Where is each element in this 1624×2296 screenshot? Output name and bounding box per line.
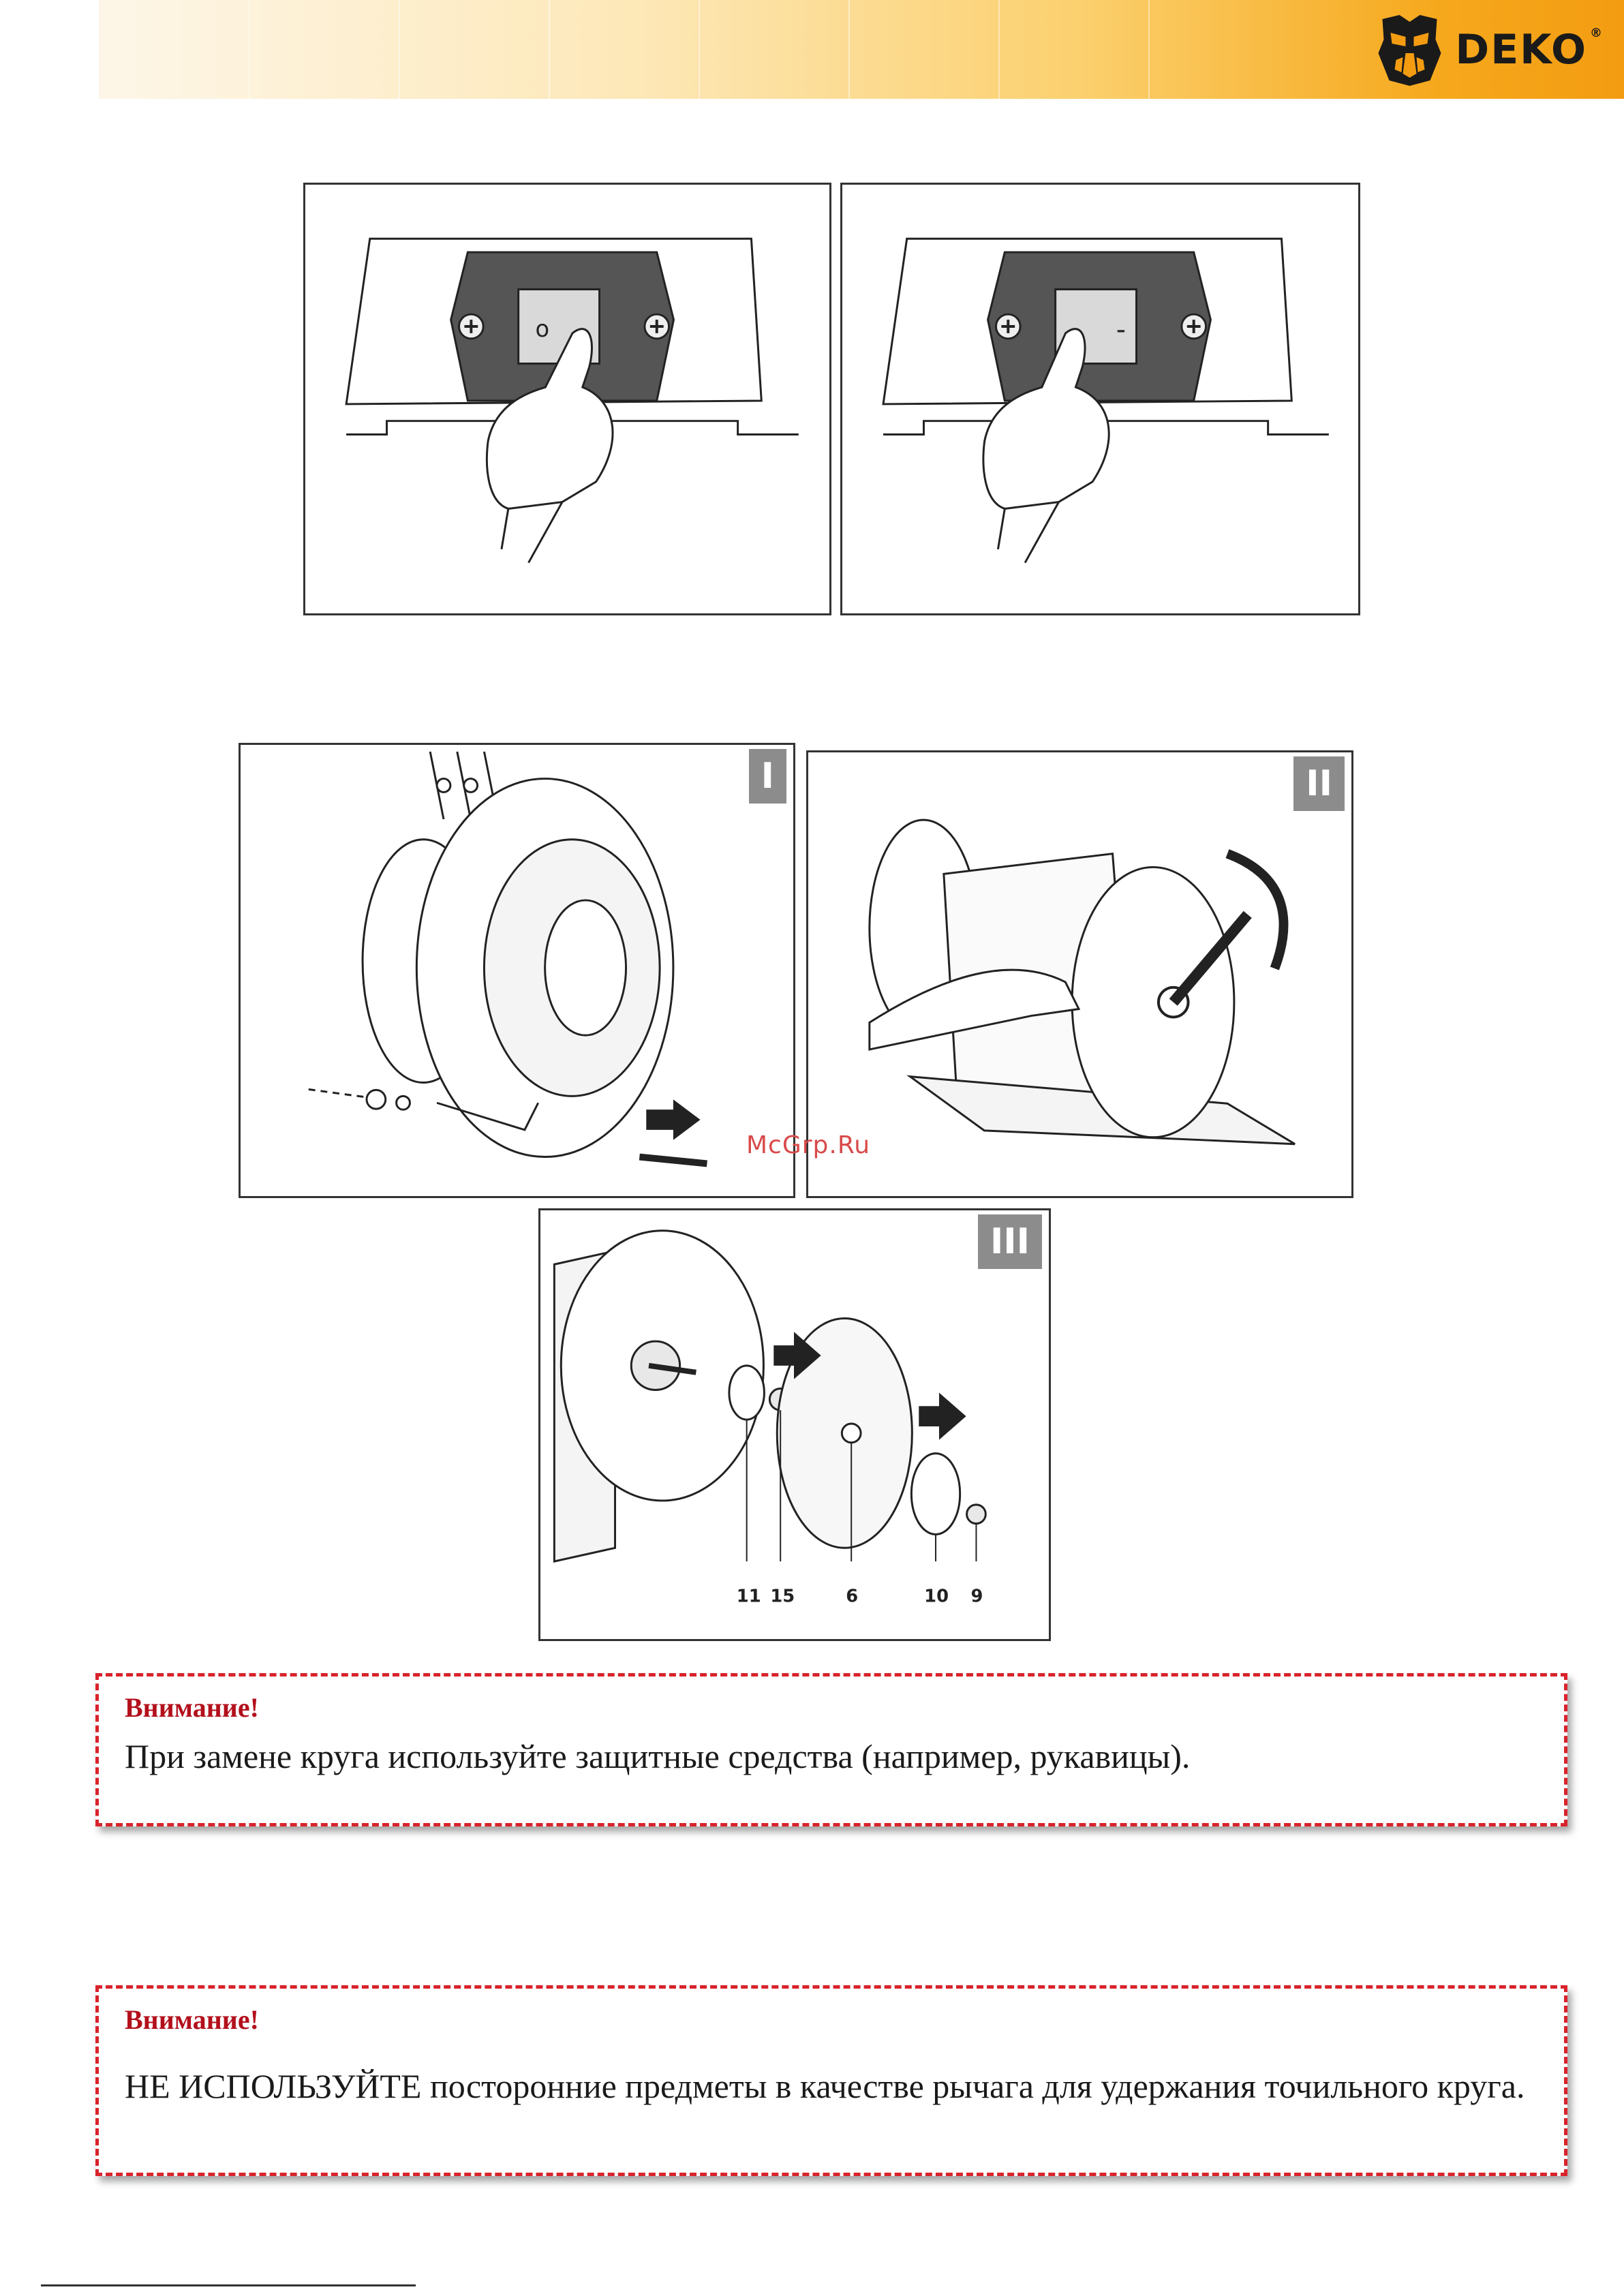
switch-off-illustration: -: [842, 185, 1358, 613]
brand-name: DEKO®: [1455, 26, 1604, 74]
watermark: McGrp.Ru: [746, 1131, 870, 1159]
robot-head-icon: [1374, 12, 1445, 87]
figure-step-1: I: [239, 743, 795, 1198]
wheel-assembly-illustration: 11 15 6 10 9: [540, 1210, 1049, 1639]
header-stripe: [998, 0, 1000, 99]
step-tag: III: [978, 1214, 1042, 1269]
part-label-10: 10: [924, 1587, 949, 1607]
step-tag: II: [1293, 756, 1345, 811]
warning-title: Внимание!: [125, 2004, 1542, 2036]
part-label-9: 9: [971, 1587, 983, 1607]
part-label-15: 15: [770, 1587, 795, 1607]
switch-on-symbol: o: [535, 316, 549, 342]
header-stripe: [848, 0, 850, 99]
figure-step-2: II: [806, 750, 1353, 1198]
header-stripe: [699, 0, 700, 99]
header-band: DEKO®: [99, 0, 1624, 99]
warning-text: НЕ ИСПОЛЬЗУЙТЕ посторонние предметы в ка…: [125, 2063, 1542, 2109]
figure-switch-off: -: [840, 183, 1360, 615]
part-label-6: 6: [846, 1587, 858, 1607]
switch-on-illustration: o: [305, 185, 829, 613]
header-stripe: [1148, 0, 1150, 99]
wheel-loosening-illustration: [808, 752, 1351, 1196]
figure-switch-on: o: [303, 183, 831, 615]
figure-step-3: 11 15 6 10 9 III: [538, 1208, 1051, 1641]
header-stripe: [249, 0, 250, 99]
warning-box: Внимание! При замене круга используйте з…: [95, 1673, 1567, 1826]
guard-removal-illustration: [241, 745, 793, 1196]
warning-title: Внимание!: [125, 1692, 1542, 1724]
step-tag: I: [749, 749, 786, 803]
header-stripe: [549, 0, 550, 99]
brand-logo: DEKO®: [1374, 12, 1604, 87]
warning-box: Внимание! НЕ ИСПОЛЬЗУЙТЕ посторонние пре…: [95, 1985, 1567, 2176]
header-stripe: [399, 0, 400, 99]
switch-off-symbol: -: [1116, 314, 1126, 346]
footer-rule: [41, 2284, 416, 2286]
part-label-11: 11: [737, 1587, 761, 1607]
warning-text: При замене круга используйте защитные ср…: [125, 1733, 1542, 1779]
